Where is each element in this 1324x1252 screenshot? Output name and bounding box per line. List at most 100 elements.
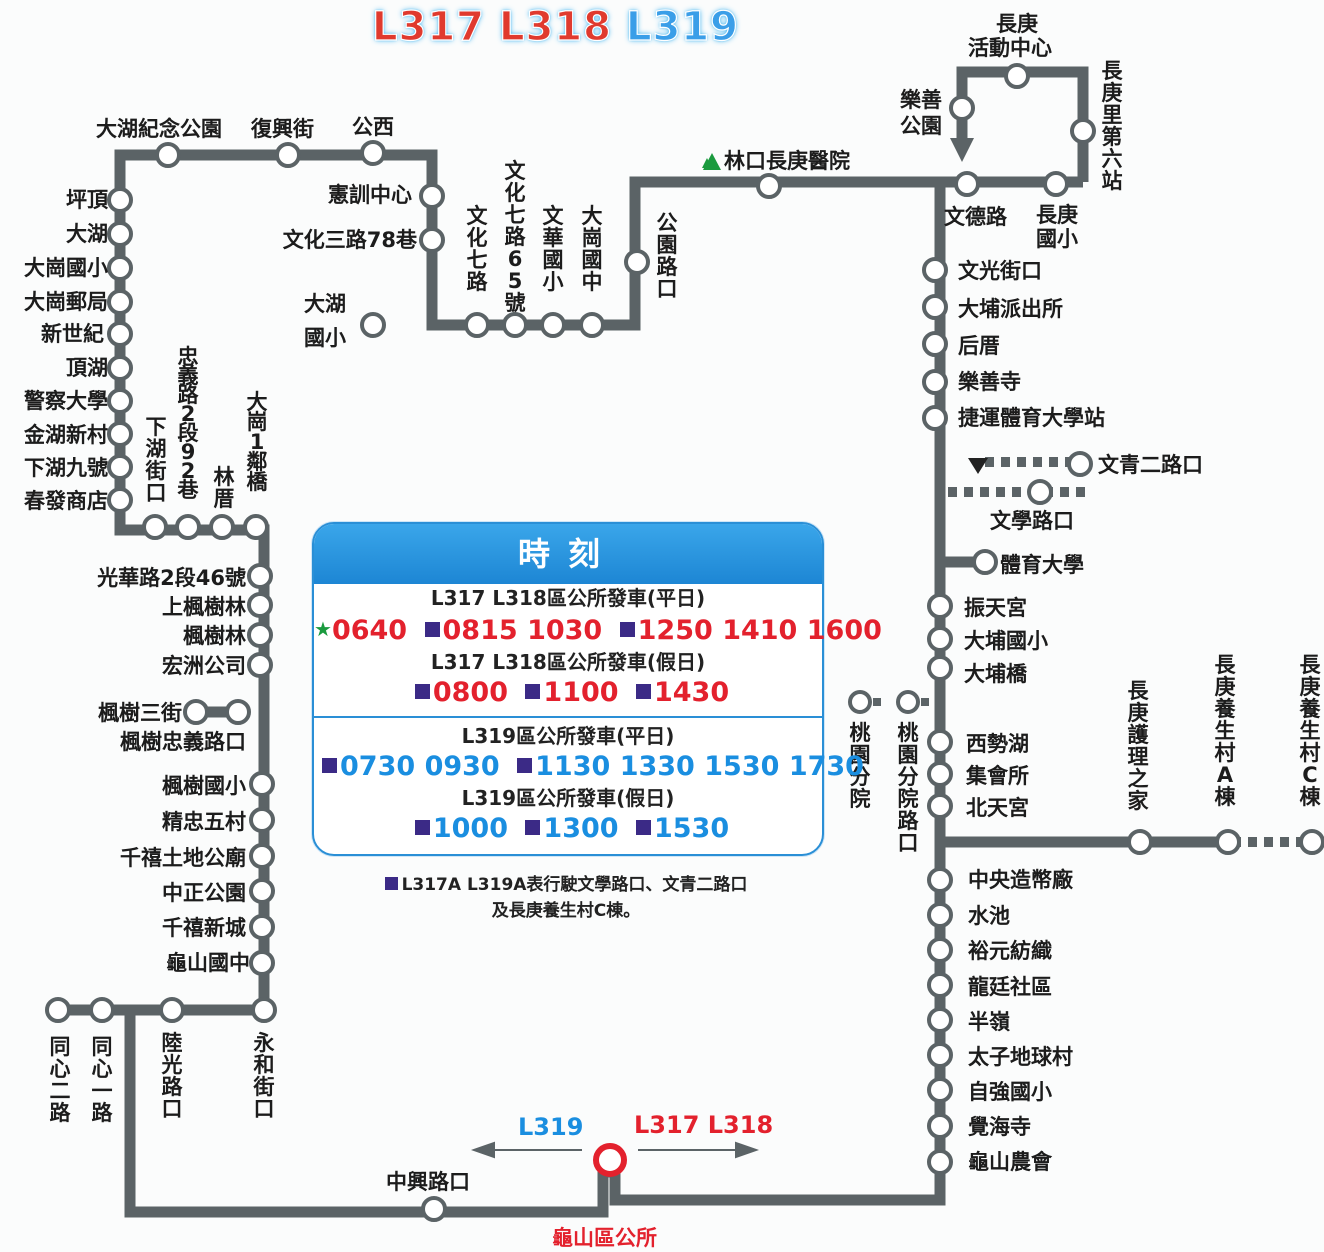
stop-circle bbox=[1215, 829, 1241, 855]
stop-label-xinshiji: 新世紀 bbox=[41, 322, 104, 346]
dashed-branches bbox=[948, 457, 1302, 847]
stop-label-tongxin1: 同心一路 bbox=[91, 1035, 113, 1125]
stop-label-zhongyi92: 忠義路2段92巷 bbox=[177, 345, 199, 502]
departure-time: 1000 bbox=[432, 813, 509, 844]
timetable-note-line1: L317A L319A表行駛文學路口、文青二路口 bbox=[356, 872, 776, 898]
stop-circle bbox=[927, 761, 953, 787]
stop-circle bbox=[249, 914, 275, 940]
stop-circle bbox=[927, 1042, 953, 1068]
departure-time: 1030 bbox=[527, 615, 603, 646]
stop-label-act-center-1: 長庚 bbox=[996, 12, 1038, 36]
stop-circle bbox=[107, 454, 133, 480]
stop-label-mint: 中央造幣廠 bbox=[968, 868, 1073, 892]
stop-circle bbox=[1127, 829, 1153, 855]
stop-label-banling: 半嶺 bbox=[968, 1010, 1010, 1034]
stop-circle bbox=[249, 771, 275, 797]
stop-circle bbox=[579, 312, 605, 338]
departure-time: 1530 bbox=[704, 751, 780, 782]
stop-label-cg-a: 長庚養生村A棟 bbox=[1214, 653, 1236, 809]
stop-label-dahu-school-1: 大湖 bbox=[304, 292, 346, 316]
stop-label-zhongzheng-park: 中正公園 bbox=[162, 881, 246, 905]
stop-circle bbox=[927, 937, 953, 963]
stop-circle bbox=[927, 655, 953, 681]
special-route-square-icon bbox=[525, 820, 541, 835]
departure-time: 1250 bbox=[637, 615, 713, 646]
stop-label-dagang-ms: 大崗國中 bbox=[581, 204, 603, 294]
stop-circle bbox=[927, 593, 953, 619]
stop-label-yonghe: 永和街口 bbox=[253, 1031, 275, 1121]
stop-label-lincuo: 林厝 bbox=[213, 465, 235, 511]
stop-label-police-univ: 警察大學 bbox=[24, 389, 108, 413]
star-icon: ★ bbox=[314, 617, 332, 641]
stop-circle bbox=[360, 140, 386, 166]
special-route-square-icon bbox=[525, 684, 541, 699]
departure-time: 1300 bbox=[543, 813, 619, 844]
direction-arrow-down-small-icon bbox=[968, 458, 988, 474]
stop-circle bbox=[249, 807, 275, 833]
stop-circle bbox=[247, 563, 273, 589]
stop-circle bbox=[922, 369, 948, 395]
stop-label-fengshulin: 楓樹林 bbox=[183, 624, 246, 648]
stop-circle bbox=[107, 421, 133, 447]
stop-label-wenhua7-65: 文化七路65號 bbox=[504, 159, 526, 315]
departure-time: 0930 bbox=[424, 751, 500, 782]
timetable-section-title: L319區公所發車(假日) bbox=[461, 786, 675, 810]
stop-circle bbox=[927, 867, 953, 893]
landmark-triangle-green-icon bbox=[703, 153, 721, 170]
arrow-left-icon bbox=[470, 1141, 495, 1159]
stop-label-gongxi: 公西 bbox=[352, 115, 394, 139]
connector-ty-rd bbox=[921, 698, 929, 706]
stop-label-mrt-ntsu: 捷運體育大學站 bbox=[958, 406, 1105, 430]
stop-circle bbox=[360, 312, 386, 338]
departure-time: 0730 bbox=[340, 751, 416, 782]
departure-time: 1430 bbox=[653, 677, 730, 708]
special-route-square-icon bbox=[424, 622, 440, 637]
stop-label-tongxin2: 同心二路 bbox=[49, 1035, 71, 1125]
stop-circle bbox=[225, 699, 251, 725]
stop-circle bbox=[927, 793, 953, 819]
stop-label-guishan-farm: 龜山農會 bbox=[968, 1150, 1052, 1174]
timetable-panel: 時刻 L317 L318區公所發車(平日)★0640 0815 1030 125… bbox=[312, 522, 882, 856]
stop-label-guishan-ms: 龜山國中 bbox=[166, 951, 250, 975]
stop-label-leshan-park-1: 樂善 bbox=[900, 88, 942, 112]
stop-label-shuichi: 水池 bbox=[968, 904, 1010, 928]
stop-label-station6: 長庚里第六站 bbox=[1101, 59, 1123, 193]
stop-circle bbox=[922, 257, 948, 283]
stop-label-taizi: 太子地球村 bbox=[968, 1045, 1073, 1069]
stop-circle bbox=[927, 1007, 953, 1033]
stop-label-xiahu9: 下湖九號 bbox=[24, 456, 108, 480]
stop-circle bbox=[155, 142, 181, 168]
stop-label-guanghua: 光華路2段46號 bbox=[97, 566, 246, 590]
stop-circle bbox=[183, 699, 209, 725]
stop-label-jinhu: 金湖新村 bbox=[24, 423, 108, 447]
special-route-square-icon bbox=[635, 684, 651, 699]
departure-time: 1100 bbox=[543, 677, 619, 708]
stop-label-ty-branch: 桃園分院 bbox=[849, 721, 871, 811]
stop-circle bbox=[419, 183, 445, 209]
stop-label-xishihu: 西勢湖 bbox=[966, 732, 1029, 756]
timetable-sections: L317 L318區公所發車(平日)★0640 0815 1030 1250 1… bbox=[314, 584, 882, 846]
departure-time: 0640 bbox=[331, 615, 408, 646]
stop-circle bbox=[464, 312, 490, 338]
stop-label-dinghu: 頂湖 bbox=[66, 356, 108, 380]
stop-circle bbox=[1004, 63, 1030, 89]
hub-label: 龜山區公所 bbox=[552, 1226, 657, 1250]
stop-circle bbox=[107, 321, 133, 347]
stop-circle bbox=[927, 972, 953, 998]
timetable-section-title: L319區公所發車(平日) bbox=[461, 724, 675, 748]
stop-circle bbox=[927, 1149, 953, 1175]
stop-label-zhentian: 振天宮 bbox=[964, 596, 1027, 620]
stop-circle bbox=[502, 312, 528, 338]
stop-label-dapu-police: 大埔派出所 bbox=[958, 297, 1063, 321]
stop-label-leshan-park-2: 公園 bbox=[900, 114, 942, 138]
departure-time: 1330 bbox=[619, 751, 695, 782]
stop-label-cgmh: 林口長庚醫院 bbox=[724, 149, 850, 173]
stop-circle bbox=[624, 249, 650, 275]
route-title-l317: L317 bbox=[371, 3, 485, 50]
stop-circle bbox=[251, 997, 277, 1023]
stop-label-cg-es-1: 長庚 bbox=[1036, 203, 1078, 227]
stop-circle bbox=[142, 514, 168, 540]
departure-time: 0800 bbox=[432, 677, 509, 708]
stop-circle bbox=[972, 549, 998, 575]
